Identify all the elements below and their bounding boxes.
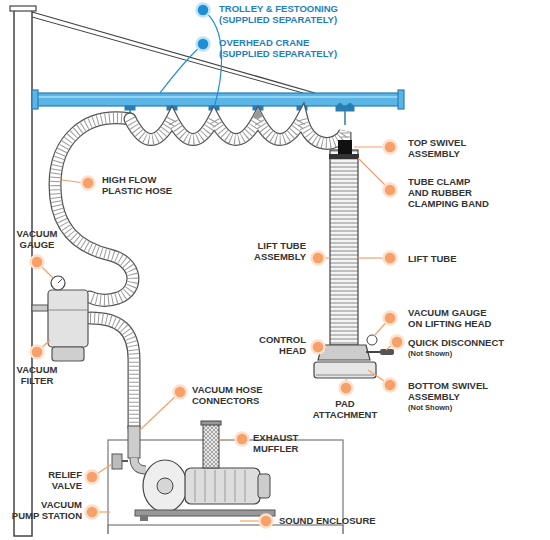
pipe-elbow bbox=[134, 458, 146, 470]
callout-dot bbox=[260, 515, 273, 528]
callout-dot bbox=[384, 379, 397, 392]
part-label: EXHAUST MUFFLER bbox=[253, 432, 308, 454]
vacuum-pad bbox=[314, 362, 376, 378]
part-label: LIFT TUBE ASSEMBLY bbox=[246, 240, 306, 262]
callout-dot bbox=[236, 433, 249, 446]
part-label: VACUUM HOSE CONNECTORS bbox=[192, 384, 272, 406]
part-label: PAD ATTACHMENT bbox=[309, 398, 381, 420]
plastic-hose bbox=[55, 118, 133, 300]
filter-bowl bbox=[52, 347, 84, 361]
callout-dot bbox=[384, 141, 397, 154]
pad-seal bbox=[316, 375, 374, 376]
plastic-hose bbox=[90, 318, 134, 428]
part-label: VACUUM GAUGE bbox=[11, 228, 63, 250]
trolley-hook bbox=[344, 111, 346, 125]
part-label: LIFT TUBE bbox=[408, 253, 457, 264]
part-label: HIGH FLOW PLASTIC HOSE bbox=[102, 174, 182, 196]
callout-dot bbox=[31, 346, 44, 359]
top-swivel bbox=[338, 140, 352, 154]
callout-dot bbox=[174, 386, 187, 399]
festoon-hose bbox=[130, 119, 345, 143]
part-label: TUBE CLAMP AND RUBBER CLAMPING BAND bbox=[408, 176, 491, 209]
festoon-hangers bbox=[125, 104, 354, 126]
plastic-hose bbox=[55, 118, 133, 300]
callout-dot bbox=[340, 382, 353, 395]
callout-dot bbox=[312, 252, 325, 265]
lift-tube bbox=[330, 150, 358, 345]
callout-dot bbox=[384, 252, 397, 265]
callout-dot bbox=[384, 312, 397, 325]
leader-line bbox=[140, 392, 180, 430]
vacuum-gauge bbox=[51, 276, 65, 290]
head-gauge bbox=[367, 335, 377, 345]
trolley-wheel bbox=[338, 104, 343, 109]
motor-end-cap bbox=[258, 474, 270, 498]
pipe-elbow bbox=[134, 458, 146, 470]
boom-end-cap bbox=[398, 90, 404, 109]
post-cap bbox=[10, 6, 36, 11]
part-label: CONTROL HEAD bbox=[251, 334, 306, 356]
part-label: RELIEF VALVE bbox=[37, 469, 82, 491]
part-label: BOTTOM SWIVEL ASSEMBLY bbox=[408, 380, 498, 402]
callout-dot bbox=[384, 184, 397, 197]
relief-valve bbox=[122, 460, 128, 462]
pump-motor bbox=[185, 468, 260, 504]
pump-foot bbox=[140, 516, 148, 521]
enclosure-leg bbox=[342, 525, 344, 534]
supply-note: OVERHEAD CRANE (SUPPLIED SEPARATELY) bbox=[219, 37, 349, 59]
boom-mount bbox=[32, 90, 38, 109]
blower-hub bbox=[157, 478, 173, 494]
part-label: QUICK DISCONNECT bbox=[408, 337, 504, 348]
gauge-needle bbox=[58, 279, 62, 283]
note: (Not Shown) bbox=[408, 403, 452, 412]
enclosure-leg bbox=[107, 525, 109, 534]
filter-body bbox=[48, 290, 88, 347]
hanger bbox=[125, 106, 135, 110]
plastic-hose bbox=[55, 118, 133, 300]
callout-dot bbox=[197, 38, 210, 51]
festoon-hose bbox=[130, 119, 345, 143]
part-label: SOUND ENCLOSURE bbox=[279, 515, 376, 526]
plastic-hose bbox=[90, 318, 134, 428]
leader-line bbox=[203, 10, 222, 108]
callout-dot bbox=[86, 506, 99, 519]
callout-dot bbox=[86, 471, 99, 484]
part-label: VACUUM GAUGE ON LIFTING HEAD bbox=[408, 307, 498, 329]
note: (Not Shown) bbox=[408, 349, 452, 358]
trolley-wheel bbox=[348, 104, 353, 109]
callout-dot bbox=[312, 341, 325, 354]
festoon-hose bbox=[130, 119, 345, 143]
hose-connector-pipe bbox=[128, 426, 140, 458]
leader-line bbox=[160, 44, 203, 93]
control-head bbox=[318, 345, 370, 360]
tube-clamp bbox=[329, 154, 359, 159]
blower-housing bbox=[143, 460, 187, 512]
sound-enclosure bbox=[108, 440, 343, 525]
supply-note: TROLLEY & FESTOONING (SUPPLIED SEPARATEL… bbox=[219, 3, 349, 25]
muffler-cap bbox=[201, 421, 221, 425]
callout-dot bbox=[82, 177, 95, 190]
plastic-hose bbox=[90, 318, 134, 428]
part-label: VACUUM FILTER bbox=[11, 364, 63, 386]
callout-dot bbox=[197, 4, 210, 17]
exhaust-muffler bbox=[203, 424, 219, 468]
callout-dot bbox=[31, 256, 44, 269]
callout-dot bbox=[391, 336, 404, 349]
part-label: TOP SWIVEL ASSEMBLY bbox=[408, 137, 498, 159]
filter-bracket bbox=[32, 305, 48, 311]
part-label: VACUUM PUMP STATION bbox=[6, 499, 82, 521]
filter-seam bbox=[48, 310, 88, 311]
crane-post bbox=[14, 8, 32, 536]
relief-valve bbox=[112, 454, 122, 469]
pump-base bbox=[135, 510, 275, 516]
motor-fins bbox=[195, 470, 245, 502]
boom-highlight bbox=[34, 96, 398, 98]
